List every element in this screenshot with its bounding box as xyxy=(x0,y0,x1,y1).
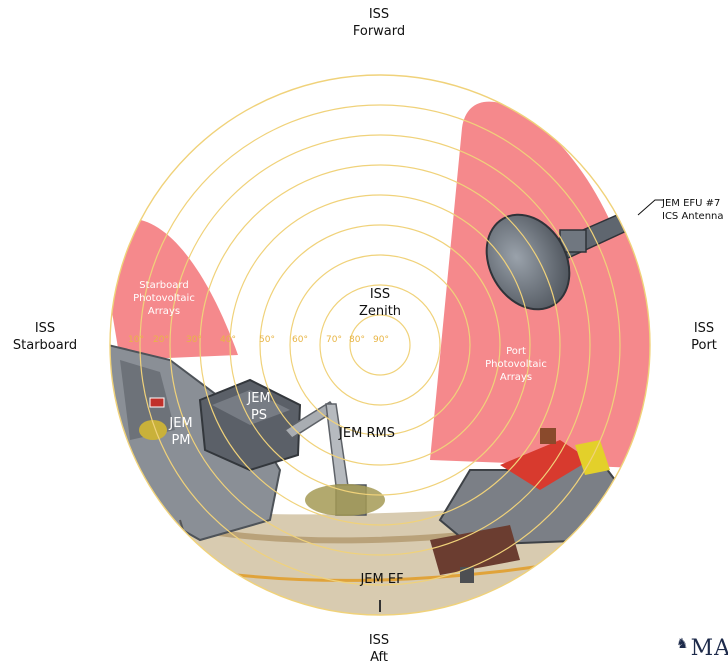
jem-pm-line1: JEM xyxy=(168,416,192,431)
ring-40 xyxy=(229,194,531,496)
zenith-label-line1: ISS xyxy=(370,287,390,302)
horizon-ring xyxy=(109,74,651,616)
pm-hatch-ring xyxy=(139,420,167,440)
antenna-label: JEM EFU #7 ICS Antenna xyxy=(661,198,724,222)
forward-label-line1: ISS xyxy=(368,7,390,22)
starboard-arrays-line2: Photovoltaic xyxy=(133,293,195,304)
component-labels: JEM PM JEM PS xyxy=(168,391,270,448)
iss-forward-label: ISS Forward xyxy=(334,6,424,40)
aft-label-line1: ISS xyxy=(368,633,390,648)
deck-box xyxy=(460,567,474,583)
jem-rms-label: JEM RMS xyxy=(338,426,395,441)
tick-60: 60° xyxy=(292,335,308,345)
region-labels: Starboard Photovoltaic Arrays Port Photo… xyxy=(133,280,547,383)
ring-50 xyxy=(259,224,501,466)
zenith-label: ISS Zenith xyxy=(359,287,401,319)
zenith-label-line2: Zenith xyxy=(359,304,401,319)
logo-glyph-icon: ♞ xyxy=(676,636,690,652)
jem-pm-panel xyxy=(120,360,175,440)
iss-starboard-label: ISS Starboard xyxy=(8,320,82,354)
iss-aft-label: ISS Aft xyxy=(334,632,424,666)
ring-20 xyxy=(169,134,591,556)
port-label-line1: ISS xyxy=(693,321,715,336)
jem-ps-line1: JEM xyxy=(246,391,270,406)
ring-10 xyxy=(139,104,621,586)
starboard-label-line1: ISS xyxy=(34,321,56,336)
port-label-line2: Port xyxy=(691,338,717,353)
flag-sun-icon xyxy=(154,399,160,405)
aft-label-line2: Aft xyxy=(370,650,388,665)
jem-ps-line2: PS xyxy=(251,408,267,423)
starboard-arrays-line3: Arrays xyxy=(148,306,180,317)
jem-ef-label: JEM EF xyxy=(359,572,403,587)
brown-fixture xyxy=(540,428,556,444)
logo: ♞MA xyxy=(676,636,728,661)
logo-text: MA xyxy=(690,636,728,661)
tick-70: 70° xyxy=(326,335,342,345)
antenna-label-line2: ICS Antenna xyxy=(662,211,724,222)
starboard-label-line2: Starboard xyxy=(12,338,78,353)
tick-10: 10° xyxy=(128,335,144,345)
jem-pm-line2: PM xyxy=(171,433,190,448)
tick-80: 80° xyxy=(349,335,365,345)
ring-80 xyxy=(349,314,411,376)
port-arrays-line2: Photovoltaic xyxy=(485,359,547,370)
red-payload xyxy=(500,440,590,490)
antenna-leader-line xyxy=(637,199,664,216)
tick-20: 20° xyxy=(153,335,169,345)
antenna-label-line1: JEM EFU #7 xyxy=(661,198,720,209)
ring-60 xyxy=(289,254,471,436)
dark-red-panel xyxy=(430,525,520,575)
tick-90: 90° xyxy=(373,335,389,345)
tick-30: 30° xyxy=(186,335,202,345)
forward-label-line2: Forward xyxy=(352,24,406,39)
starboard-arrays-line1: Starboard xyxy=(139,280,188,291)
deck-strut-2 xyxy=(603,519,611,549)
port-arrays-line3: Arrays xyxy=(500,372,532,383)
ring-30 xyxy=(199,164,561,526)
jem-ps-top xyxy=(212,390,290,425)
tick-50: 50° xyxy=(259,335,275,345)
antenna-dish xyxy=(485,213,571,311)
starboard-photovoltaic-arrays-region xyxy=(110,218,238,360)
ring-70 xyxy=(319,284,441,406)
tick-40: 40° xyxy=(220,335,236,345)
olive-dome-object xyxy=(305,484,385,516)
elevation-rings xyxy=(139,104,621,586)
dome-content xyxy=(110,75,650,615)
iss-port-label: ISS Port xyxy=(674,320,728,354)
elevation-tick-labels: 10° 20° 30° 40° 50° 60° 70° 80° 90° xyxy=(128,335,389,345)
port-arrays-line1: Port xyxy=(506,346,526,357)
